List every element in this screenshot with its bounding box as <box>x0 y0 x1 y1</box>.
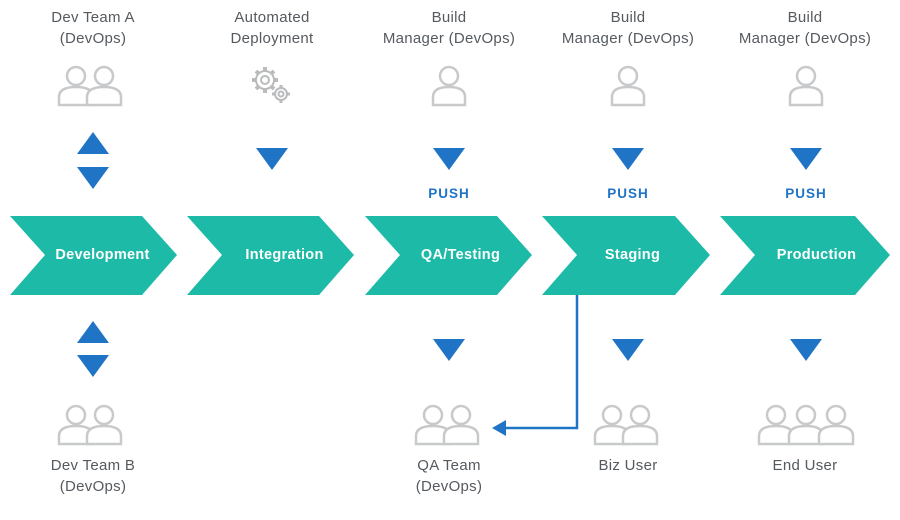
down-arrow-icon <box>256 148 288 170</box>
person-icon <box>610 65 646 107</box>
person-icon <box>431 65 467 107</box>
staging-to-qa-connector <box>504 295 579 430</box>
people-group-icon <box>57 65 123 107</box>
role-label-automated-deployment: Automated Deployment <box>230 9 314 47</box>
gears-icon <box>252 67 290 103</box>
stage-label-staging: Staging <box>604 247 661 263</box>
people-group-icon <box>757 404 855 446</box>
down-arrow-icon <box>77 355 109 377</box>
people-group-icon <box>593 404 659 446</box>
role-label-end-user: End User <box>772 457 838 474</box>
stage-chevron-integration <box>187 216 354 295</box>
push-label: PUSH <box>607 186 649 201</box>
stage-label-development: Development <box>55 247 150 263</box>
down-arrow-icon <box>612 148 644 170</box>
down-arrow-icon <box>790 339 822 361</box>
stage-chevron-production <box>720 216 890 295</box>
stage-chevron-staging <box>542 216 710 295</box>
stage-chevron-qa-testing <box>365 216 532 295</box>
role-label-qa-team: QA Team (DevOps) <box>415 457 483 495</box>
role-label-dev-team-a: Dev Team A (DevOps) <box>51 9 135 47</box>
role-label-build-manager-production: Build Manager (DevOps) <box>738 9 872 47</box>
down-arrow-icon <box>77 167 109 189</box>
stage-chevron-development <box>10 216 177 295</box>
person-icon <box>788 65 824 107</box>
down-arrow-icon <box>612 339 644 361</box>
push-label: PUSH <box>785 186 827 201</box>
push-label: PUSH <box>428 186 470 201</box>
role-label-build-manager-staging: Build Manager (DevOps) <box>561 9 695 47</box>
role-label-dev-team-b: Dev Team B (DevOps) <box>50 457 136 495</box>
up-arrow-icon <box>77 132 109 154</box>
left-arrow-icon <box>492 420 506 436</box>
people-group-icon <box>57 404 123 446</box>
role-label-biz-user: Biz User <box>598 457 658 474</box>
stage-label-integration: Integration <box>245 247 324 263</box>
role-label-build-manager-qa: Build Manager (DevOps) <box>382 9 516 47</box>
stage-label-production: Production <box>776 247 857 263</box>
stage-label-qa-testing: QA/Testing <box>420 247 501 263</box>
up-arrow-icon <box>77 321 109 343</box>
down-arrow-icon <box>790 148 822 170</box>
people-group-icon <box>414 404 480 446</box>
down-arrow-icon <box>433 339 465 361</box>
down-arrow-icon <box>433 148 465 170</box>
